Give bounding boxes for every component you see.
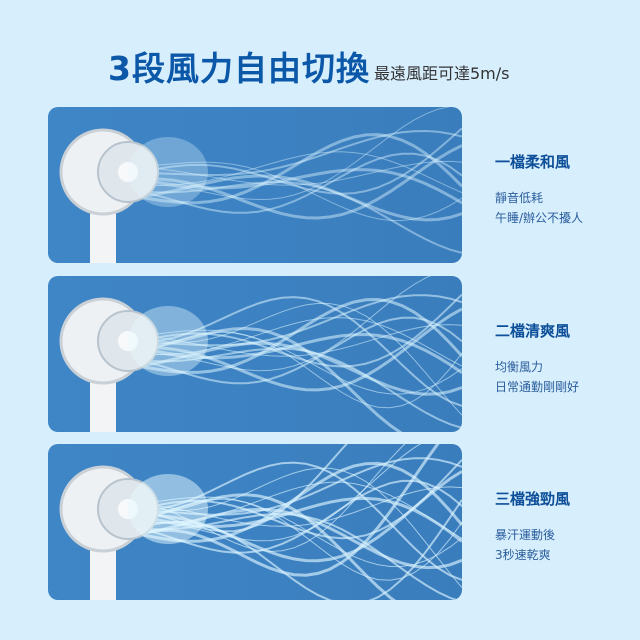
fan-mode-image-1 — [48, 107, 462, 263]
mode-line-1: 均衡風力 — [495, 360, 544, 374]
wind-illustration — [59, 276, 462, 432]
mode-name: 三檔強勁風 — [495, 490, 571, 508]
page-subtitle: 最遠風距可達5m/s — [374, 64, 510, 83]
mode-description-3: 三檔強勁風暴汗運動後 3秒速乾爽 — [495, 488, 570, 565]
mode-line-1: 靜音低耗 — [495, 191, 544, 205]
mode-line-2: 日常通勤剛剛好 — [495, 380, 580, 394]
mode-name: 二檔清爽風 — [495, 322, 571, 340]
mode-line-2: 午睡/辦公不擾人 — [495, 211, 584, 225]
mode-description-2: 二檔清爽風均衡風力日常通勤剛剛好 — [495, 320, 579, 397]
wind-illustration — [59, 107, 462, 263]
mode-description-1: 一檔柔和風靜音低耗午睡/辦公不擾人 — [495, 151, 583, 228]
mode-line-1: 暴汗運動後 — [495, 528, 556, 542]
fan-mode-image-3 — [48, 444, 462, 600]
mode-name: 一檔柔和風 — [495, 153, 571, 171]
fan-mode-image-2 — [48, 276, 462, 432]
page-title: 3段風力自由切換 — [108, 49, 370, 88]
wind-illustration — [59, 444, 462, 600]
mode-line-2: 3秒速乾爽 — [495, 548, 551, 562]
